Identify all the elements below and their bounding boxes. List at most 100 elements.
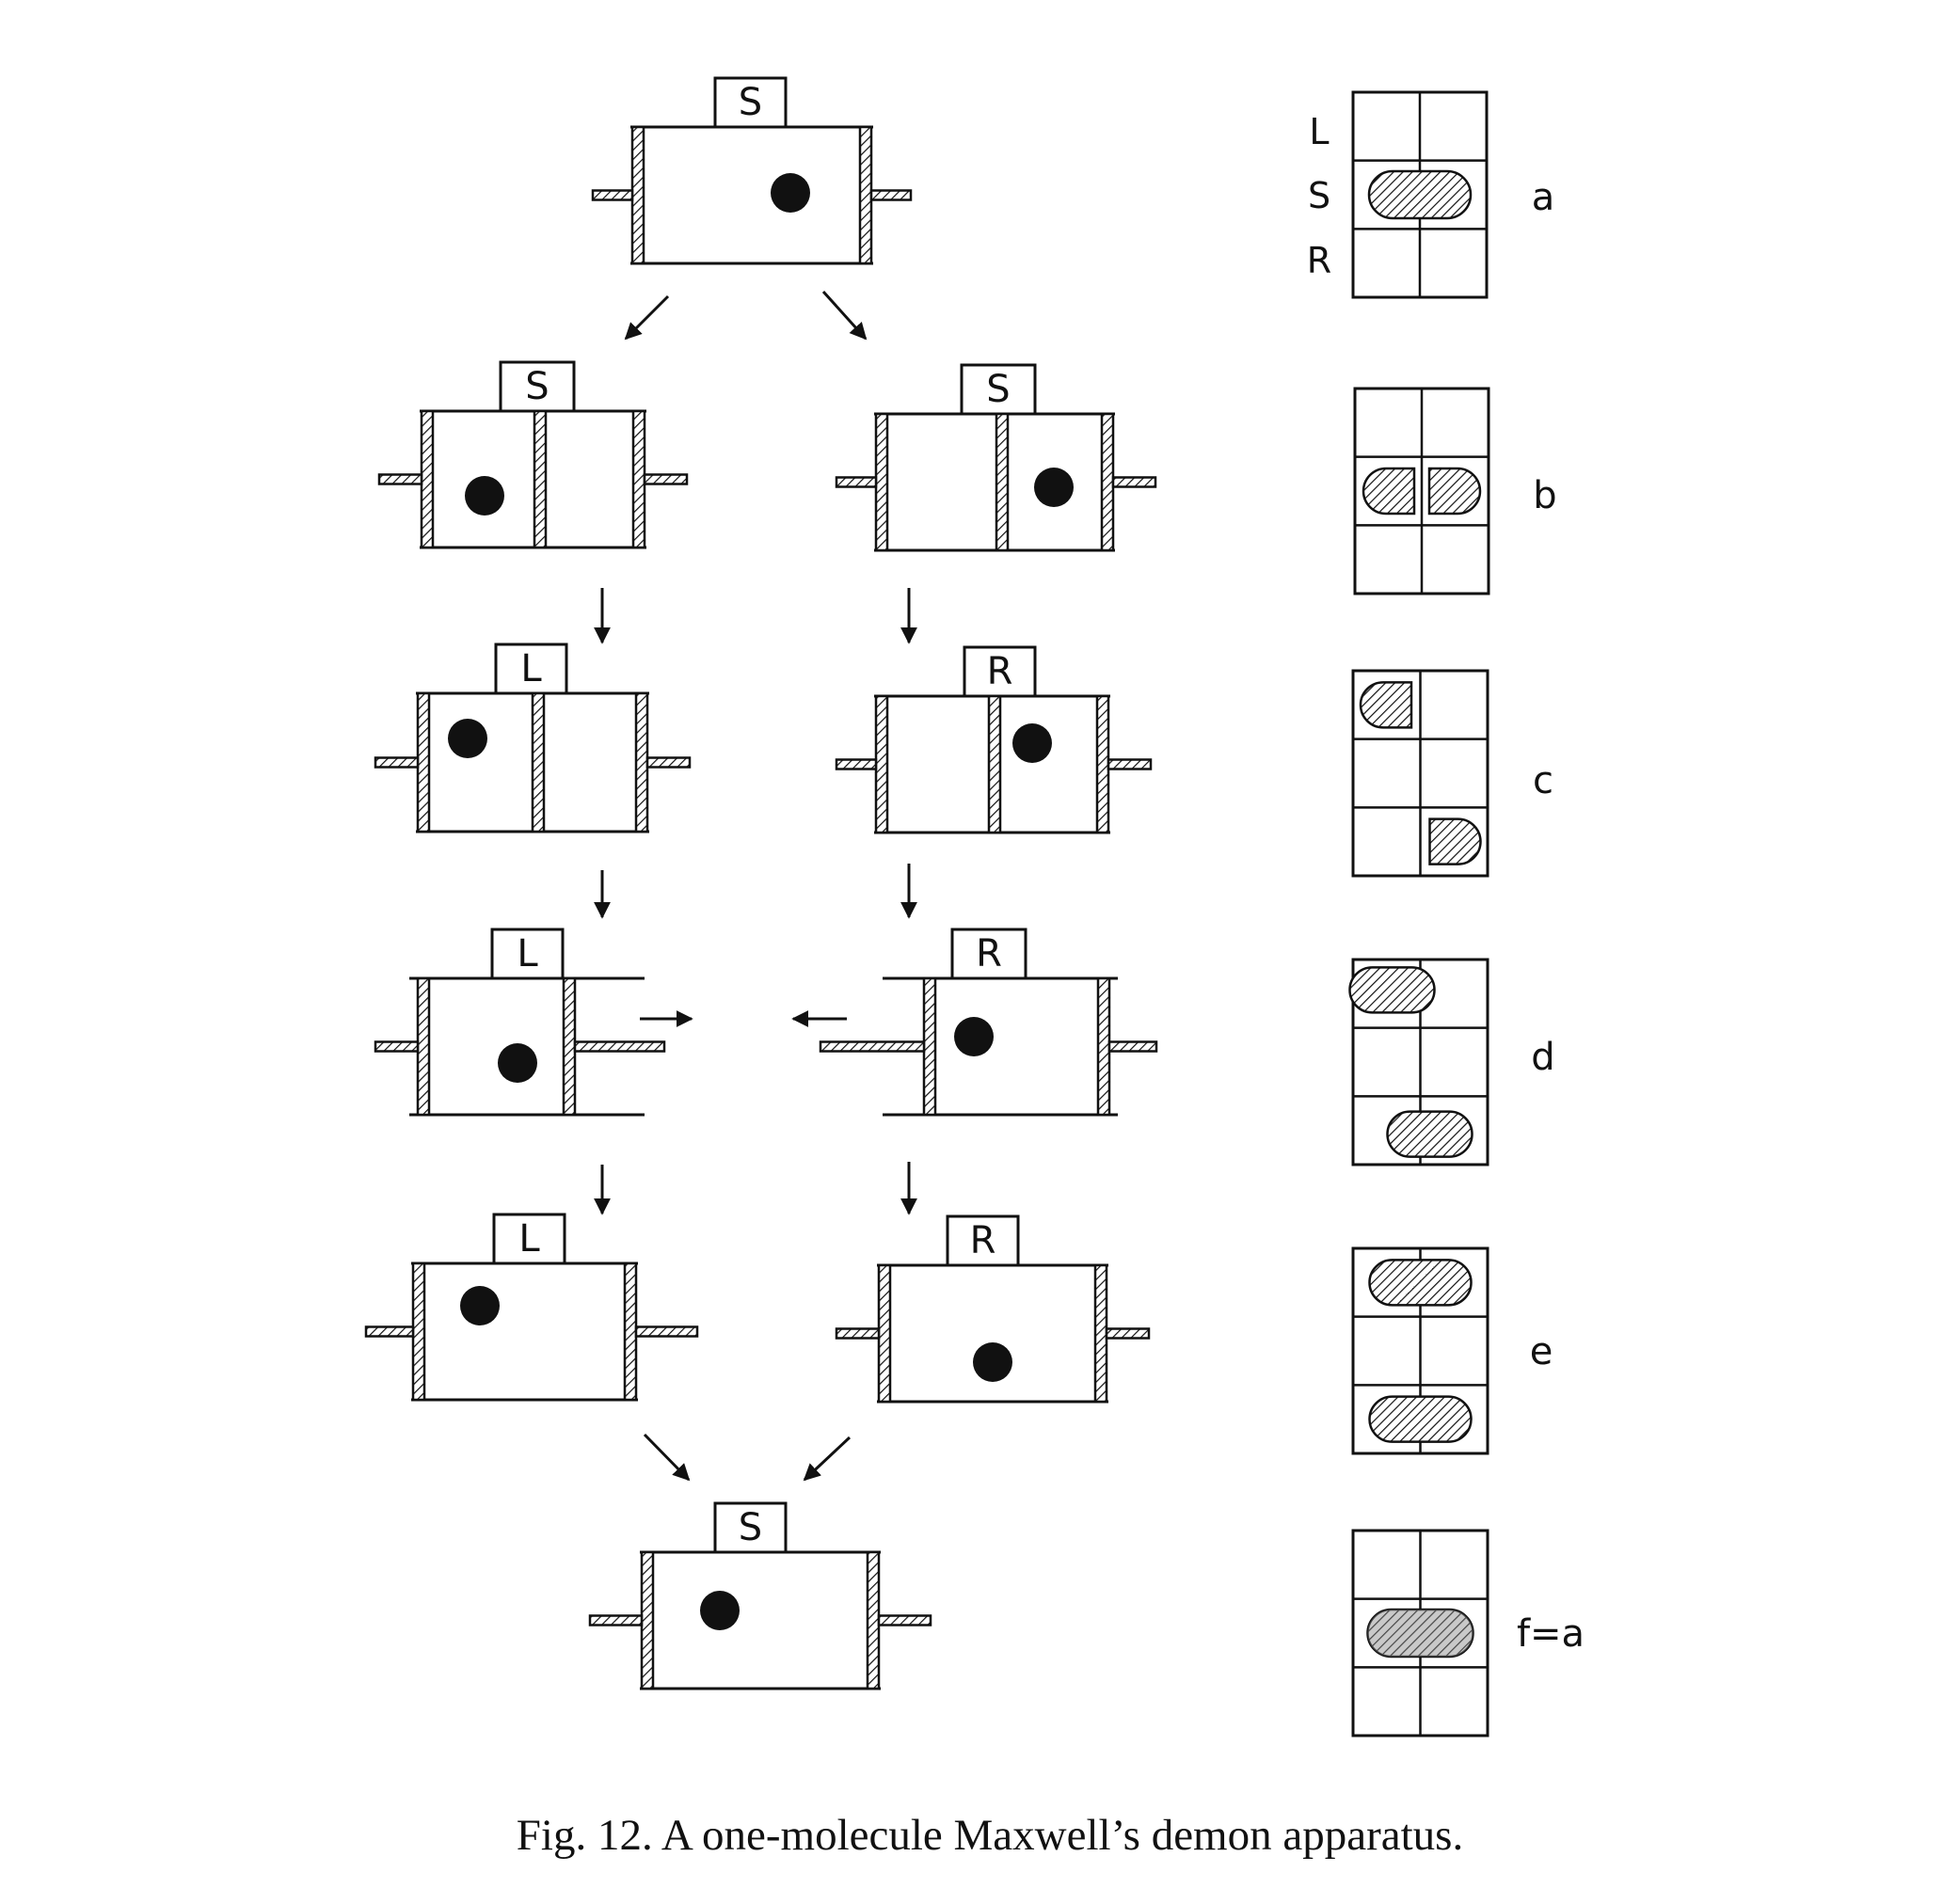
phase-region — [1368, 1259, 1473, 1307]
phase-panel-b: b — [1353, 387, 1557, 595]
phase-panel-label: a — [1532, 176, 1555, 219]
arrow-top-to-left — [624, 294, 670, 341]
phase-panel-label: f=a — [1517, 1612, 1585, 1656]
phase-panel-f=a: f=a — [1351, 1529, 1585, 1737]
phase-space-diagrams: a b c d e f=a — [1348, 90, 1585, 1737]
left-piston — [640, 1550, 655, 1690]
memory-label-box — [963, 645, 1037, 698]
right-piston — [1100, 412, 1115, 552]
memory-label-box — [946, 1214, 1020, 1267]
memory-label-box — [713, 1501, 788, 1554]
phase-region — [1366, 1608, 1474, 1658]
memory-label: R — [976, 932, 1002, 976]
memory-label-box — [950, 928, 1027, 980]
molecule — [1034, 468, 1074, 507]
phase-row-labels: L S R — [1307, 111, 1331, 281]
right-piston — [866, 1550, 881, 1690]
phase-panel-label: b — [1533, 474, 1556, 517]
apparatus-5: R — [835, 645, 1153, 834]
memory-label: S — [525, 365, 549, 408]
phase-region — [1386, 1110, 1473, 1158]
left-piston — [420, 409, 435, 549]
left-piston-rod — [835, 1327, 881, 1340]
apparatus-1: S — [591, 76, 913, 265]
molecule — [700, 1591, 740, 1630]
right-piston-rod — [1107, 1040, 1158, 1053]
phase-panel-e: e — [1351, 1246, 1553, 1455]
left-piston — [411, 1261, 426, 1402]
molecule — [448, 719, 487, 758]
left-piston — [874, 412, 889, 552]
left-piston-rod — [364, 1325, 415, 1338]
phase-region — [1367, 169, 1473, 220]
memory-label: S — [739, 1506, 762, 1549]
phase-region-left-half — [1362, 467, 1416, 516]
right-piston — [1096, 976, 1111, 1117]
apparatus-2: S — [377, 360, 689, 549]
memory-label: L — [518, 1217, 540, 1261]
phase-panel-c: c — [1351, 669, 1553, 878]
memory-label: S — [986, 368, 1010, 411]
phase-panel-label: d — [1531, 1036, 1554, 1079]
right-piston-rod — [645, 756, 692, 769]
memory-label-box — [713, 76, 788, 129]
molecule — [498, 1043, 537, 1083]
arrow-top-to-right — [821, 290, 868, 341]
molecule — [460, 1286, 500, 1325]
phase-panel-label: c — [1533, 759, 1553, 802]
arrow-right-e-to-bottom — [803, 1436, 852, 1482]
row-label-L: L — [1309, 111, 1329, 152]
memory-label-box — [490, 928, 565, 980]
apparatus-7: R — [819, 928, 1158, 1117]
left-piston — [877, 1263, 892, 1404]
molecule — [973, 1342, 1012, 1382]
left-piston-rod — [588, 1614, 644, 1626]
left-piston-rod — [374, 756, 420, 769]
left-piston-rod — [591, 189, 634, 201]
partition-wall — [531, 691, 546, 833]
right-piston — [634, 691, 649, 833]
flow-arrows — [594, 290, 917, 1482]
partition-wall — [533, 409, 548, 549]
phase-region-right-half — [1428, 817, 1482, 865]
memory-label: R — [970, 1219, 996, 1262]
molecule — [954, 1017, 994, 1056]
right-piston-rod — [1105, 1327, 1151, 1340]
row-label-S: S — [1308, 175, 1330, 216]
left-piston — [630, 125, 645, 265]
molecule — [1012, 723, 1052, 763]
phase-region-right-half — [1427, 467, 1482, 516]
right-piston-rod — [643, 473, 689, 485]
arrow-left-e-to-bottom — [643, 1433, 691, 1482]
phase-panel-d: d — [1348, 958, 1555, 1166]
apparatus-4: L — [374, 643, 692, 833]
left-piston-rod — [835, 476, 878, 488]
apparatus-9: R — [835, 1214, 1151, 1404]
left-piston-rod — [819, 1040, 926, 1053]
right-piston-rod — [877, 1614, 932, 1626]
left-piston — [416, 691, 431, 833]
memory-label: S — [739, 81, 762, 124]
partition-wall — [987, 694, 1002, 834]
row-label-R: R — [1307, 240, 1331, 281]
right-piston — [1093, 1263, 1108, 1404]
memory-label-box — [494, 643, 568, 695]
right-piston-rod — [1111, 476, 1157, 488]
phase-region-left-half — [1359, 681, 1413, 729]
right-piston — [623, 1261, 638, 1402]
apparatus-3: S — [835, 363, 1157, 552]
right-piston — [631, 409, 646, 549]
memory-label-box — [492, 1213, 566, 1265]
left-piston — [922, 976, 937, 1117]
left-piston-rod — [374, 1040, 420, 1053]
right-piston-rod — [634, 1325, 699, 1338]
memory-label-box — [499, 360, 576, 413]
memory-label: L — [520, 647, 542, 690]
apparatus-10: S — [588, 1501, 932, 1690]
phase-region — [1368, 1395, 1473, 1443]
right-piston — [1095, 694, 1110, 834]
right-piston-rod — [573, 1040, 666, 1053]
phase-panel-a: a — [1351, 90, 1555, 299]
